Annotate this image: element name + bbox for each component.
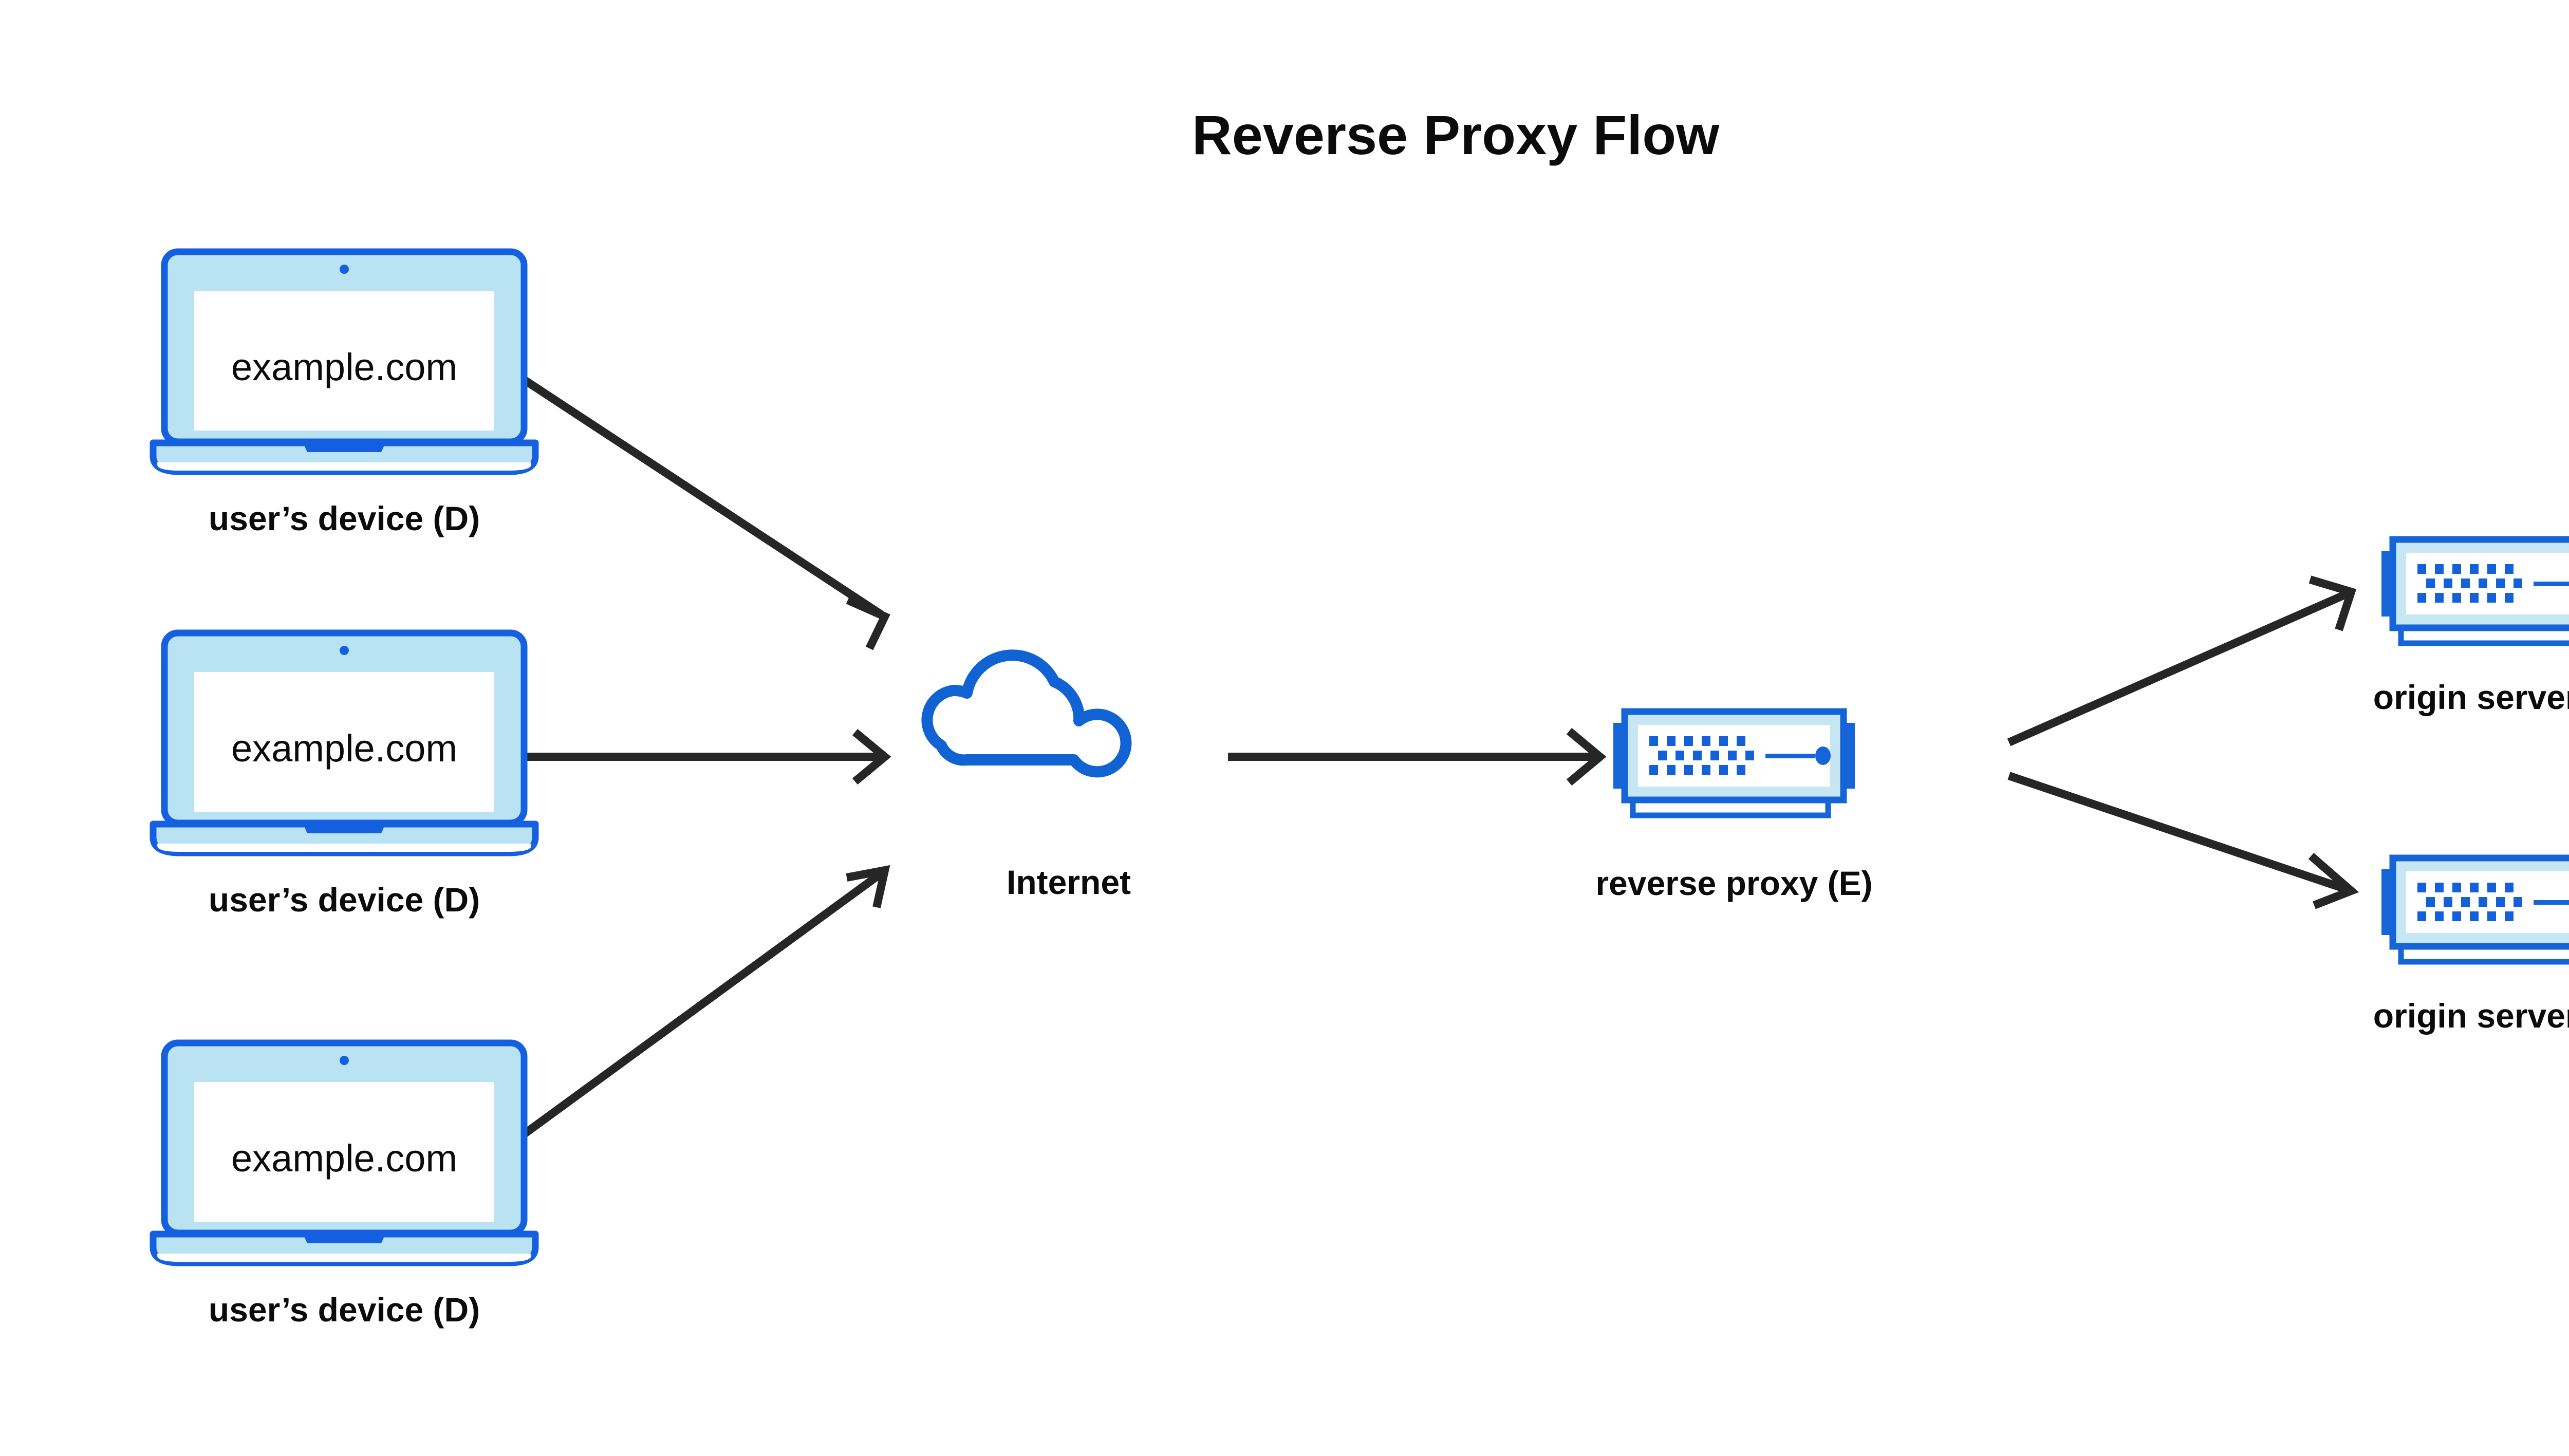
origin-2-label: origin server (F) (2373, 997, 2569, 1035)
client-screen-text: example.com (231, 346, 457, 388)
node-internet[interactable]: Internet (927, 655, 1131, 901)
client-2-label: user’s device (D) (209, 881, 480, 919)
node-client-1[interactable]: example.com user’s device (D) (153, 252, 535, 537)
reverse-proxy-label: reverse proxy (E) (1595, 864, 1872, 902)
origin-1-label: origin server (F) (2373, 678, 2569, 716)
edge-layer (506, 369, 2359, 1145)
node-origin-2[interactable]: origin server (F) (2373, 858, 2569, 1035)
server-icon (1613, 712, 1855, 815)
node-origin-1[interactable]: origin server (F) (2373, 539, 2569, 716)
edge-client2-internet (506, 729, 891, 785)
cloud-icon (927, 655, 1126, 772)
node-reverse-proxy[interactable]: reverse proxy (E) (1595, 712, 1873, 902)
edge-client3-internet (511, 865, 890, 1145)
edge-internet-proxy (1228, 727, 1607, 786)
client-3-label: user’s device (D) (209, 1291, 480, 1329)
node-client-2[interactable]: example.com user’s device (D) (153, 633, 535, 919)
edge-proxy-origin2 (2007, 772, 2359, 909)
node-client-3[interactable]: example.com user’s device (D) (153, 1043, 535, 1329)
edge-client1-internet (511, 369, 890, 650)
internet-label: Internet (1007, 863, 1131, 901)
client-screen-text: example.com (231, 1137, 457, 1180)
page-title: Reverse Proxy Flow (1192, 104, 1720, 166)
client-screen-text: example.com (231, 727, 457, 770)
client-1-label: user’s device (D) (209, 499, 480, 537)
edge-proxy-origin1 (2007, 575, 2357, 746)
server-icon (2381, 539, 2569, 643)
server-icon (2381, 858, 2569, 962)
